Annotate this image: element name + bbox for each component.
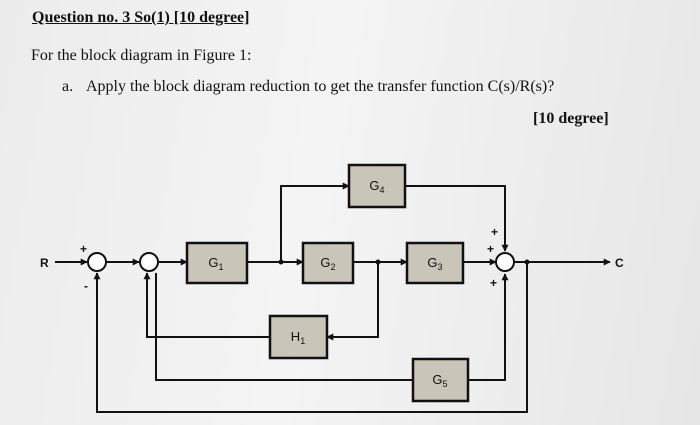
output-label-c: C bbox=[615, 256, 624, 270]
block-g1 bbox=[185, 241, 249, 285]
block-g3-label: G3 bbox=[427, 255, 442, 272]
block-g4-label: G4 bbox=[369, 178, 384, 195]
wire-h1-feedback-out bbox=[143, 272, 270, 338]
block-g5-label: G5 bbox=[432, 372, 447, 389]
block-g2-label: G2 bbox=[320, 255, 335, 272]
question-intro: For the block diagram in Figure 1: bbox=[31, 47, 252, 64]
input-label-r: R bbox=[40, 256, 49, 270]
block-g1-label: G1 bbox=[208, 255, 223, 272]
block-g2 bbox=[301, 241, 355, 285]
wire-g4-feedforward-in bbox=[280, 182, 350, 262]
sign-sum1-feedback: - bbox=[84, 279, 88, 293]
summing-junction-2 bbox=[139, 252, 159, 272]
block-g3 bbox=[405, 241, 465, 285]
wire-g5-branch-out bbox=[468, 273, 509, 381]
block-g4 bbox=[347, 163, 407, 209]
part-a-text: Apply the block diagram reduction to get… bbox=[86, 78, 555, 95]
sign-sum3-left: + bbox=[487, 242, 494, 256]
wire-outer-feedback bbox=[93, 262, 528, 413]
junction-dot-g4 bbox=[278, 259, 284, 265]
sign-sum3-bottom: + bbox=[490, 276, 497, 290]
sign-sum3-top: + bbox=[491, 225, 498, 239]
wire-h1-feedback-in bbox=[326, 262, 379, 341]
block-h1 bbox=[268, 314, 329, 360]
junction-dot-output bbox=[524, 259, 530, 265]
part-a-letter: a. bbox=[62, 78, 74, 95]
wire-g5-branch-in bbox=[155, 273, 413, 381]
question-title: Question no. 3 So(1) [10 degree] bbox=[32, 9, 250, 26]
wire-g4-feedforward-out bbox=[405, 185, 509, 252]
block-h1-label: H1 bbox=[291, 329, 305, 346]
part-a: a. Apply the block diagram reduction to g… bbox=[62, 78, 554, 96]
junction-dot-h1 bbox=[375, 259, 381, 265]
sign-sum1-input: + bbox=[80, 242, 87, 256]
block-g5 bbox=[411, 357, 470, 403]
marks-label: [10 degree] bbox=[533, 110, 609, 127]
summing-junction-1 bbox=[87, 252, 107, 272]
summing-junction-3 bbox=[495, 252, 515, 272]
